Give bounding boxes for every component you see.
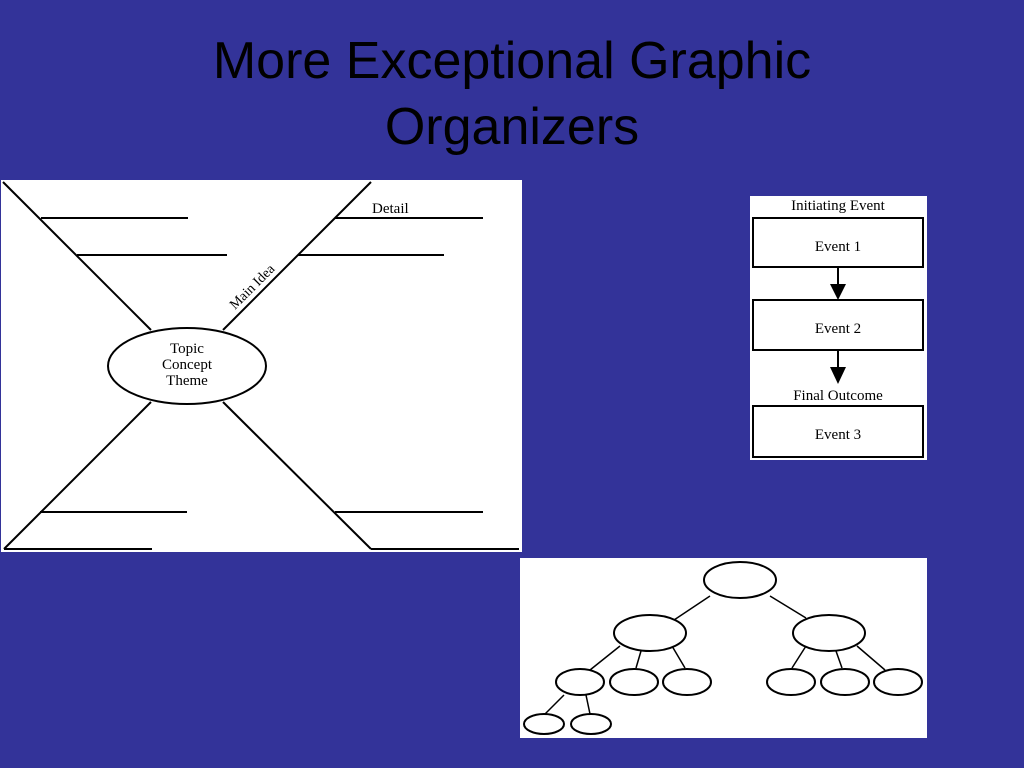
initiating-event-label: Initiating Event xyxy=(791,198,886,214)
tree-node-level3 xyxy=(873,668,923,696)
tree-edge xyxy=(856,645,886,671)
slide-title: More Exceptional Graphic Organizers xyxy=(0,28,1024,160)
arrow-1-head xyxy=(830,284,846,300)
tree-node-root xyxy=(703,561,777,599)
slide-title-line-2: Organizers xyxy=(384,98,640,156)
spider-map-organizer: Detail Main Idea Topic Concept Theme xyxy=(1,180,522,552)
tree-edge xyxy=(585,694,591,715)
tree-node-level4 xyxy=(523,713,565,735)
tree-edge xyxy=(835,650,843,669)
tree-node-level3 xyxy=(609,668,659,696)
tree-edge xyxy=(671,645,686,669)
center-label-line-2: Concept xyxy=(162,357,213,373)
center-topic-ellipse xyxy=(107,327,267,405)
event-chain-organizer: Initiating Event Event 1 Event 2 Final O… xyxy=(750,196,927,460)
event-box-1 xyxy=(752,217,924,268)
hierarchy-tree-organizer xyxy=(520,558,927,738)
final-outcome-label: Final Outcome xyxy=(793,388,883,404)
event-label-2: Event 2 xyxy=(815,321,861,337)
slide-title-line-1: More Exceptional Graphic xyxy=(212,32,812,90)
spider-leg-lower-left xyxy=(3,401,152,550)
detail-label: Detail xyxy=(372,201,409,217)
tree-edge xyxy=(791,645,807,669)
hierarchy-tree-diagram xyxy=(523,561,923,735)
tree-node-level3 xyxy=(662,668,712,696)
event-chain-diagram: Initiating Event Event 1 Event 2 Final O… xyxy=(752,198,924,458)
arrow-2-head xyxy=(830,367,846,384)
tree-node-level3 xyxy=(766,668,816,696)
tree-node-level3 xyxy=(820,668,870,696)
tree-edge xyxy=(544,694,565,715)
event-box-3 xyxy=(752,405,924,458)
tree-edge xyxy=(635,650,642,669)
main-idea-label: Main Idea xyxy=(227,261,279,313)
spider-map-diagram: Detail Main Idea Topic Concept Theme xyxy=(2,181,519,550)
tree-node-level2 xyxy=(792,614,866,652)
event-label-3: Event 3 xyxy=(815,427,861,443)
tree-node-level4 xyxy=(570,713,612,735)
tree-node-level3 xyxy=(555,668,605,696)
spider-leg-upper-right xyxy=(222,181,372,331)
center-label-line-3: Theme xyxy=(166,373,208,389)
tree-node-level2 xyxy=(613,614,687,652)
tree-edge xyxy=(673,595,711,621)
center-label-line-1: Topic xyxy=(170,341,204,357)
tree-edge xyxy=(589,645,621,671)
event-label-1: Event 1 xyxy=(815,239,861,255)
tree-edge xyxy=(769,595,807,619)
spider-leg-lower-right xyxy=(222,401,372,550)
